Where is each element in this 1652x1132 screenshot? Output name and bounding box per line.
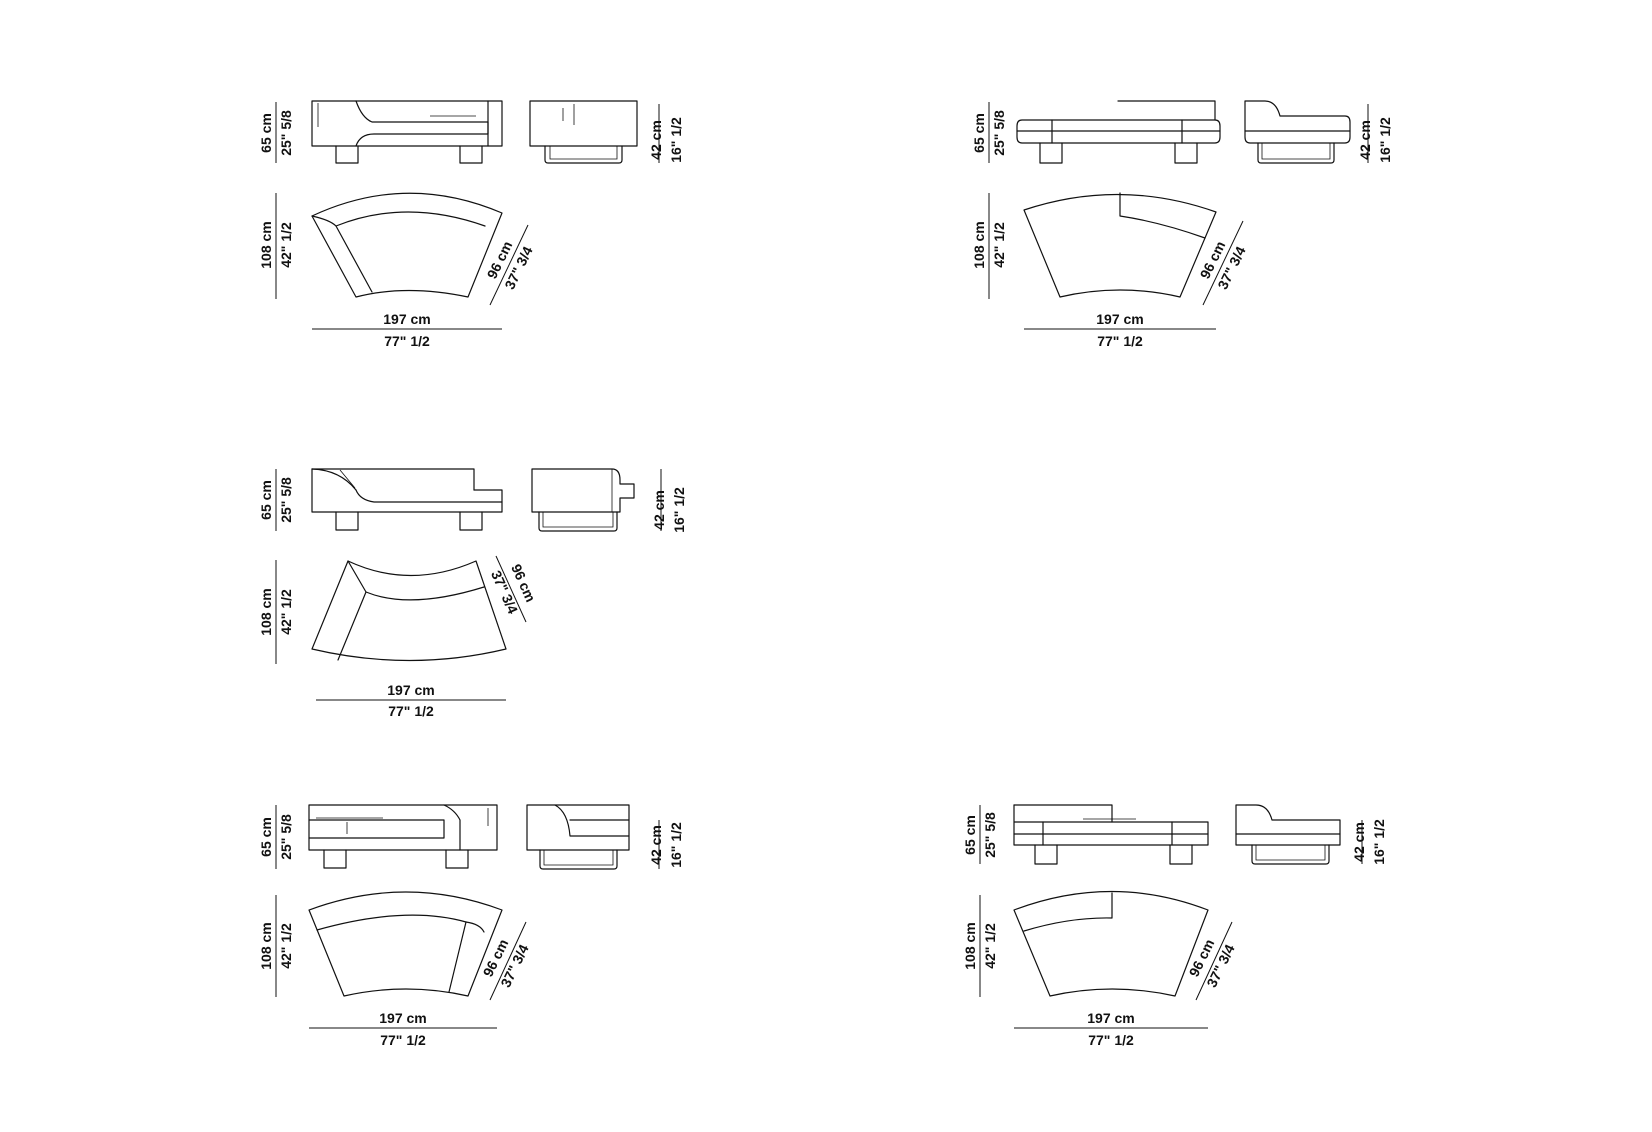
height-label-in: 25" 5/8	[991, 110, 1007, 156]
front-view	[311, 468, 503, 531]
side-view	[529, 100, 638, 164]
width-label-cm: 197 cm	[387, 682, 434, 698]
height-label-cm: 65 cm	[962, 815, 978, 855]
side-view	[531, 468, 635, 532]
seat-height-label-cm: 42 cm	[651, 490, 667, 530]
front-view	[1013, 804, 1209, 865]
seat-height-label-in: 16" 1/2	[1377, 117, 1393, 163]
plan-view	[311, 192, 503, 298]
height-label-cm: 65 cm	[258, 480, 274, 520]
module-top-left	[275, 100, 660, 330]
width-label-cm: 197 cm	[1096, 311, 1143, 327]
depth-label-in: 42" 1/2	[991, 222, 1007, 268]
height-label-cm: 65 cm	[258, 113, 274, 153]
height-label-cm: 65 cm	[971, 113, 987, 153]
width-label-cm: 197 cm	[383, 311, 430, 327]
front-view	[311, 100, 503, 164]
seat-height-label-in: 16" 1/2	[668, 117, 684, 163]
depth-label-cm: 108 cm	[962, 922, 978, 969]
side-view	[526, 804, 630, 870]
width-label-cm: 197 cm	[1087, 1010, 1134, 1026]
width-label-in: 77" 1/2	[380, 1032, 426, 1048]
depth-label-in: 42" 1/2	[278, 222, 294, 268]
plan-view	[1013, 890, 1209, 997]
height-label-in: 25" 5/8	[278, 814, 294, 860]
width-label-in: 77" 1/2	[388, 703, 434, 719]
side-view	[1244, 100, 1351, 164]
width-label-in: 77" 1/2	[1088, 1032, 1134, 1048]
depth-label-in: 42" 1/2	[982, 923, 998, 969]
height-label-in: 25" 5/8	[278, 110, 294, 156]
seat-height-label-cm: 42 cm	[1357, 120, 1373, 160]
depth-label-cm: 108 cm	[971, 221, 987, 268]
height-label-in: 25" 5/8	[278, 477, 294, 523]
front-view	[1016, 100, 1221, 164]
width-label-in: 77" 1/2	[1097, 333, 1143, 349]
height-label-cm: 65 cm	[258, 817, 274, 857]
plan-view	[1023, 192, 1217, 298]
seat-height-label-in: 16" 1/2	[668, 822, 684, 868]
module-middle-left	[275, 468, 662, 701]
width-label-cm: 197 cm	[379, 1010, 426, 1026]
depth-label-cm: 108 cm	[258, 588, 274, 635]
height-label-in: 25" 5/8	[982, 812, 998, 858]
side-view	[1235, 804, 1341, 865]
seat-height-label-cm: 42 cm	[648, 120, 664, 160]
depth-label-cm: 108 cm	[258, 221, 274, 268]
front-view	[308, 804, 498, 869]
depth-label-in: 42" 1/2	[278, 589, 294, 635]
depth-label-cm: 108 cm	[258, 922, 274, 969]
plan-view	[308, 891, 503, 997]
plan-view	[311, 560, 507, 662]
seat-height-label-cm: 42 cm	[1351, 822, 1367, 862]
seat-height-label-cm: 42 cm	[648, 825, 664, 865]
seat-height-label-in: 16" 1/2	[671, 487, 687, 533]
seat-height-label-in: 16" 1/2	[1371, 819, 1387, 865]
width-label-in: 77" 1/2	[384, 333, 430, 349]
module-bottom-right	[979, 804, 1363, 1029]
module-top-right	[988, 100, 1369, 330]
module-bottom-left	[275, 804, 660, 1029]
depth-label-in: 42" 1/2	[278, 923, 294, 969]
